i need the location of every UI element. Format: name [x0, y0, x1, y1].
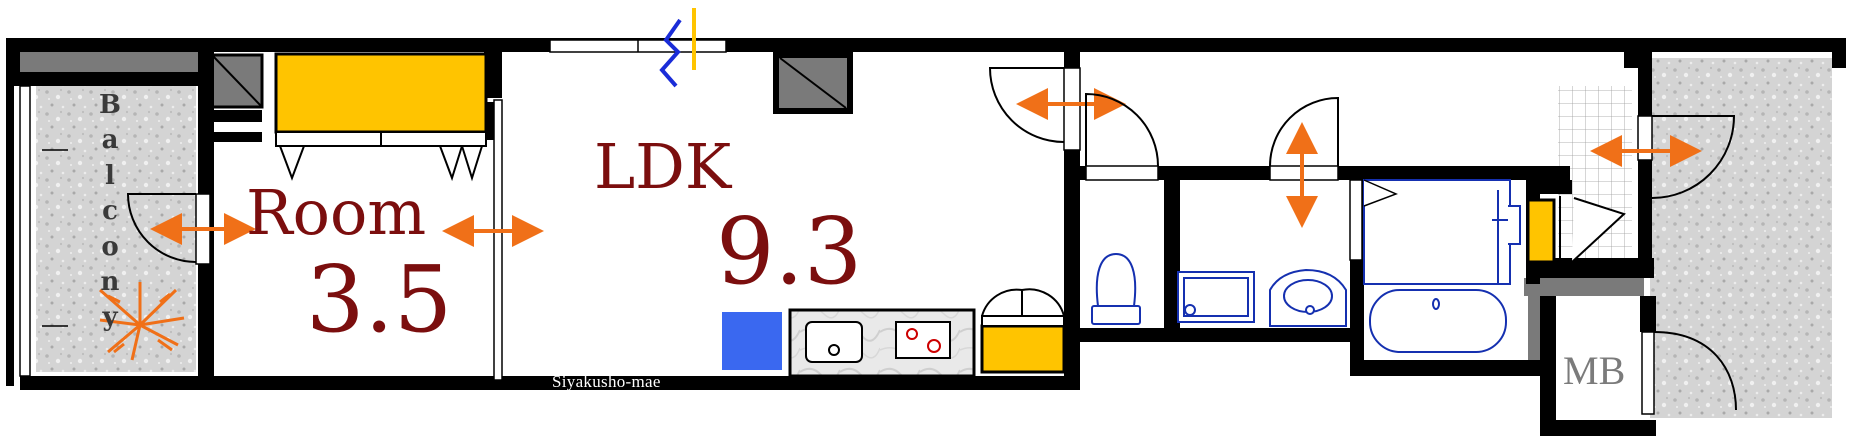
balcony-letter: o: [101, 231, 119, 262]
toilet-icon: [1091, 252, 1141, 325]
balcony-letter: c: [102, 196, 118, 227]
balcony-letter: y: [102, 302, 118, 333]
toilet-door: [1085, 92, 1159, 181]
shoe-cabinet: [1526, 196, 1626, 264]
sink-icon: [1269, 268, 1347, 327]
ldk-door: [988, 67, 1081, 151]
pillar: [8, 50, 200, 72]
balcony-rail: [42, 149, 68, 327]
kitchen-counter: [788, 308, 976, 378]
closet: [274, 52, 488, 182]
meter-box-door: [1641, 331, 1737, 415]
room-area: 3.5: [306, 246, 453, 353]
balcony-letter: n: [100, 267, 120, 298]
station-label: Siyakusho-mae: [552, 372, 661, 391]
washing-machine-icon: [1177, 271, 1255, 323]
walls: [6, 38, 1846, 436]
meter-box-label: MB: [1563, 348, 1626, 393]
balcony-letter: B: [99, 90, 121, 120]
plant-icon: [99, 282, 185, 361]
meter-box: [1556, 312, 1640, 420]
fridge-space: [722, 312, 782, 370]
balcony-letter: a: [101, 125, 119, 156]
room-name: Room: [246, 176, 427, 249]
ldk-area: 9.3: [716, 198, 863, 305]
kitchen-storage: [980, 288, 1066, 374]
entrance-porch: [1650, 58, 1832, 418]
bathtub-icon: [1363, 179, 1521, 353]
ldk-name: LDK: [594, 130, 732, 203]
bath-door: [1349, 179, 1398, 261]
balcony-label: B a l c o n y: [93, 88, 127, 336]
balcony-letter: l: [105, 160, 115, 191]
